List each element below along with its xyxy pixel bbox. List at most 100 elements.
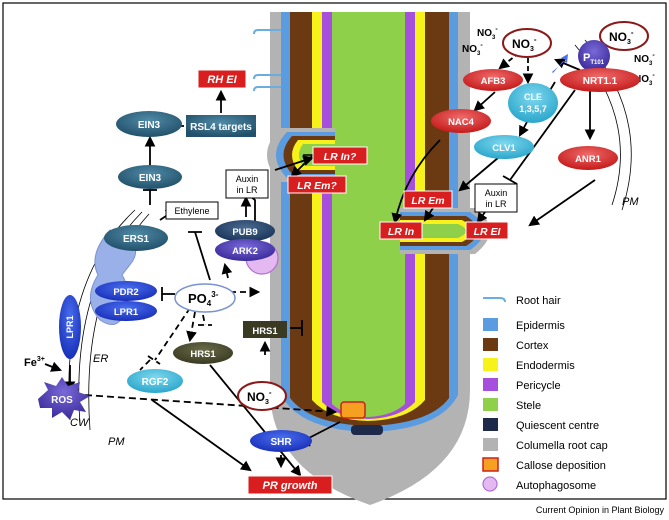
hrs1-right-node: HRS1 [243, 321, 287, 338]
legend-label-endodermis: Endodermis [516, 360, 575, 372]
legend-label-pericycle: Pericycle [516, 380, 561, 392]
hrs1-left-node: HRS1 [173, 342, 233, 364]
hrs1-right-label: HRS1 [252, 326, 278, 337]
root-hairs [253, 29, 281, 92]
stele-layer [332, 12, 405, 417]
rsl4-targets-node: RSL4 targets [186, 115, 256, 137]
ext-no3-3: NO3- [634, 52, 655, 67]
legend-label-columella: Columella root cap [516, 440, 608, 452]
auxin-right-box: Auxin in LR [474, 183, 518, 213]
legend-swatch-columella [483, 438, 498, 451]
lpr1-er-node: LPR1 [95, 301, 157, 321]
svg-text:NO3-: NO3- [247, 388, 272, 406]
ein3-top-label: EIN3 [138, 120, 161, 131]
svg-text:PO43-: PO43- [188, 290, 219, 308]
legend-swatch-quiescent-centre [483, 418, 498, 431]
clv1-label: CLV1 [492, 143, 516, 154]
ark2-label: ARK2 [232, 246, 258, 257]
nrt11-label: NRT1.1 [583, 76, 618, 87]
legend-swatch-root-hair [483, 297, 506, 303]
callose-deposition [340, 401, 366, 419]
pm-left-label: PM [108, 436, 125, 448]
legend-swatch-endodermis [483, 358, 498, 371]
ros-label: ROS [51, 395, 73, 406]
legend-label-epidermis: Epidermis [516, 320, 565, 332]
lr-in-q-label: LR In? [324, 151, 357, 163]
ein3-top-node: EIN3 [116, 111, 182, 137]
lr-ei-label: LR EI [474, 226, 502, 238]
anr1-label: ANR1 [575, 154, 602, 165]
svg-text:NO3-: NO3- [512, 35, 537, 53]
legend-label-cortex: Cortex [516, 340, 549, 352]
pdr2-node: PDR2 [95, 281, 157, 301]
legend-label-quiescent-centre: Quiescent centre [516, 420, 599, 432]
svg-text:NO3-: NO3- [609, 28, 634, 46]
lpr1-er-label: LPR1 [114, 307, 139, 318]
cle-node: CLE 1,3,5,7 [508, 83, 558, 123]
legend-swatch-callose [482, 457, 499, 472]
pm-right-label: PM [622, 196, 639, 208]
afb3-node: AFB3 [463, 69, 523, 91]
afb3-label: AFB3 [481, 76, 506, 87]
po4-node: PO43- [174, 283, 236, 313]
nrt11-node: NRT1.1 [560, 68, 640, 92]
cw-label: CW [70, 417, 90, 429]
shr-label: SHR [270, 437, 292, 448]
rgf2-node: RGF2 [127, 369, 183, 393]
ark2-node: ARK2 [215, 239, 275, 261]
pub9-node: PUB9 [215, 220, 275, 242]
lr-in-label: LR In [388, 226, 414, 238]
legend-swatch-pericycle [483, 378, 498, 391]
lr-ei-node: LR EI [465, 221, 509, 240]
pub9-label: PUB9 [232, 227, 257, 238]
ext-no3-4: NO3- [634, 72, 655, 87]
auxin-right-line2: in LR [485, 199, 507, 209]
ext-no3-2: NO3- [462, 42, 483, 57]
nac4-label: NAC4 [448, 117, 475, 128]
ros-node: ROS [38, 377, 90, 420]
root-structure [270, 12, 470, 505]
legend-swatch-autophagosome [482, 476, 498, 492]
rh-ei-node: RH EI [197, 69, 247, 89]
auxin-left-box: Auxin in LR [225, 169, 269, 199]
pr-growth-label: PR growth [263, 480, 318, 492]
ethylene-node: Ethylene [165, 201, 219, 220]
legend: Root hair Epidermis Cortex Endodermis Pe… [482, 295, 608, 492]
lpr1-cw-label: LPR1 [65, 315, 75, 338]
fe-label: Fe3+ [24, 356, 45, 369]
pr-growth-node: PR growth [247, 475, 333, 495]
cle-line1: CLE [524, 92, 542, 102]
no3-top-node: NO3- [502, 28, 552, 58]
cle-line2: 1,3,5,7 [519, 104, 547, 114]
legend-swatch-epidermis [483, 318, 498, 331]
credit-text: Current Opinion in Plant Biology [536, 505, 665, 515]
shr-node: SHR [250, 430, 312, 452]
ers1-label: ERS1 [123, 234, 150, 245]
pt101-node: PT101 [578, 40, 610, 72]
phospho-arrow [552, 54, 568, 73]
auxin-left-line1: Auxin [236, 174, 259, 184]
legend-label-stele: Stele [516, 400, 541, 412]
auxin-right-line1: Auxin [485, 188, 508, 198]
rh-ei-label: RH EI [207, 74, 237, 86]
pdr2-label: PDR2 [113, 287, 138, 298]
lr-em-q-node: LR Em? [287, 175, 347, 194]
lpr1-cw-node: LPR1 [59, 295, 81, 359]
quiescent-centre [351, 425, 383, 435]
ein3-mid-label: EIN3 [139, 173, 162, 184]
ers1-node: ERS1 [104, 225, 168, 251]
er-shape [90, 229, 136, 325]
lr-in-node: LR In [379, 221, 423, 240]
clv1-node: CLV1 [474, 135, 534, 159]
legend-label-autophagosome: Autophagosome [516, 480, 596, 492]
rgf2-label: RGF2 [142, 377, 169, 388]
er-label: ER [93, 353, 108, 365]
no3-top-right-node: NO3- [599, 21, 649, 51]
auxin-left-line2: in LR [236, 185, 258, 195]
hrs1-left-label: HRS1 [190, 349, 216, 360]
legend-label-root-hair: Root hair [516, 295, 561, 307]
rsl4-targets-label: RSL4 targets [190, 122, 252, 133]
anr1-node: ANR1 [558, 146, 618, 170]
no3-bottom-node: NO3- [237, 381, 287, 411]
